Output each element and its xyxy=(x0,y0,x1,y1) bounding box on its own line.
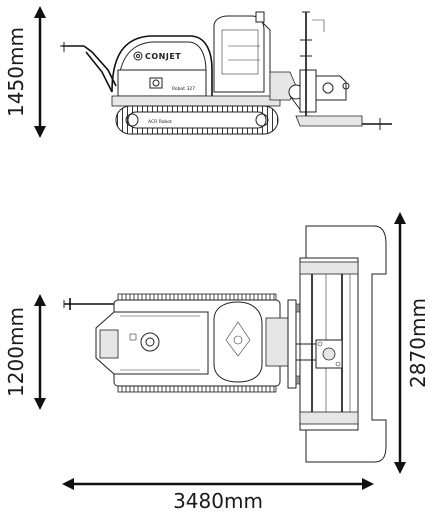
side-handle xyxy=(60,42,117,93)
top-body xyxy=(95,299,281,387)
side-body: CONJET Robot 327 xyxy=(111,35,213,97)
reach-label: 2870mm xyxy=(406,298,430,388)
top-view xyxy=(63,225,387,463)
side-acr-label: ACR Robot xyxy=(148,119,172,125)
length-label: 3480mm xyxy=(173,489,263,513)
side-arm-head xyxy=(269,11,392,130)
side-model-label: Robot 327 xyxy=(172,86,195,92)
height-label: 1450mm xyxy=(4,27,28,117)
top-head-outline xyxy=(305,225,387,463)
side-brand-logo: CONJET xyxy=(145,52,181,61)
width-dimension: 1200mm xyxy=(4,294,46,410)
length-dimension: 3480mm xyxy=(62,478,374,513)
top-arm xyxy=(265,299,303,389)
side-view: CONJET Robot 327 ACR Robot xyxy=(60,11,392,135)
top-head-frame xyxy=(296,257,359,431)
reach-dimension: 2870mm xyxy=(394,212,430,474)
height-dimension: 1450mm xyxy=(4,6,46,138)
side-engine-block xyxy=(213,11,271,93)
width-label: 1200mm xyxy=(4,307,28,397)
side-track: ACR Robot xyxy=(111,95,281,135)
top-handle xyxy=(63,298,118,310)
